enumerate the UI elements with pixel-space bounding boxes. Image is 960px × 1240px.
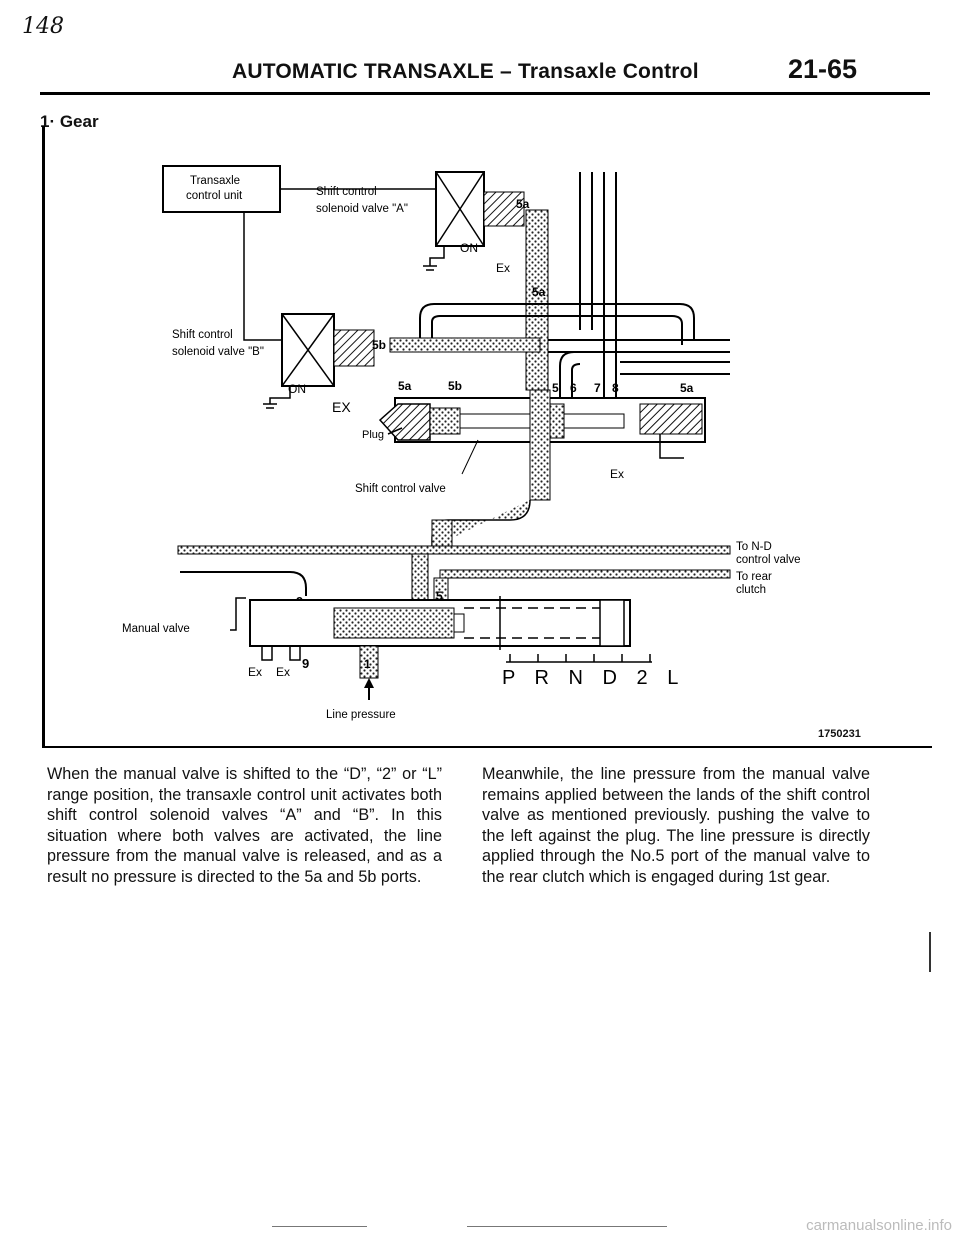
- svg-text:Shift control: Shift control: [316, 186, 377, 198]
- header-rule: [40, 92, 930, 95]
- svg-text:Shift control valve: Shift control valve: [355, 483, 446, 495]
- svg-text:ON: ON: [460, 241, 478, 255]
- figure-frame-bottom: [42, 746, 932, 748]
- control-unit-label-1: Transaxle: [190, 175, 240, 187]
- watermark: carmanualsonline.info: [806, 1217, 952, 1234]
- svg-text:5a: 5a: [516, 197, 530, 211]
- svg-text:solenoid valve "A": solenoid valve "A": [316, 203, 408, 215]
- svg-text:Shift control: Shift control: [172, 329, 233, 341]
- margin-bar: [929, 932, 931, 972]
- footer-line-left: [272, 1226, 367, 1227]
- handwritten-page-note: 148: [22, 14, 64, 39]
- hydraulic-circuit-diagram: Transaxle control unit Shift control sol…: [122, 165, 801, 721]
- svg-text:Ex: Ex: [248, 665, 262, 679]
- svg-text:5: 5: [552, 381, 559, 395]
- svg-text:To rear: To rear: [736, 571, 772, 583]
- svg-text:5a: 5a: [532, 285, 546, 299]
- svg-text:To N-D: To N-D: [736, 541, 772, 553]
- svg-text:8: 8: [612, 381, 619, 395]
- page-header-title: AUTOMATIC TRANSAXLE – Transaxle Control: [232, 60, 699, 83]
- svg-text:5a: 5a: [680, 381, 694, 395]
- svg-text:Manual valve: Manual valve: [122, 623, 190, 635]
- svg-text:clutch: clutch: [736, 584, 766, 596]
- svg-text:5a: 5a: [398, 379, 412, 393]
- svg-text:6: 6: [570, 381, 577, 395]
- svg-text:5b: 5b: [448, 379, 462, 393]
- body-text-right-column: Meanwhile, the line pressure from the ma…: [482, 765, 870, 886]
- svg-text:EX: EX: [332, 399, 351, 415]
- body-text-left-column: When the manual valve is shifted to the …: [47, 765, 442, 886]
- control-unit-box: [162, 165, 281, 213]
- svg-text:Line pressure: Line pressure: [326, 709, 396, 721]
- svg-text:5b: 5b: [372, 338, 386, 352]
- svg-text:control valve: control valve: [736, 554, 801, 566]
- svg-text:7: 7: [594, 381, 601, 395]
- svg-text:Plug: Plug: [362, 429, 384, 441]
- svg-text:Ex: Ex: [610, 467, 624, 481]
- svg-text:5: 5: [436, 589, 443, 603]
- svg-text:solenoid valve "B": solenoid valve "B": [172, 346, 264, 358]
- svg-text:ON: ON: [288, 382, 306, 396]
- svg-text:Ex: Ex: [496, 261, 510, 275]
- shift-range-positions: P R N D 2 L: [502, 667, 685, 689]
- svg-text:1: 1: [364, 657, 371, 671]
- svg-text:9: 9: [302, 656, 309, 671]
- figure-frame-left: [42, 126, 45, 748]
- figure-id: 1750231: [818, 728, 861, 740]
- control-unit-label-2: control unit: [186, 190, 243, 202]
- footer-line-right: [467, 1226, 667, 1227]
- svg-text:Ex: Ex: [276, 665, 290, 679]
- section-heading: 1· Gear: [40, 112, 99, 131]
- page-header-number: 21-65: [788, 54, 858, 84]
